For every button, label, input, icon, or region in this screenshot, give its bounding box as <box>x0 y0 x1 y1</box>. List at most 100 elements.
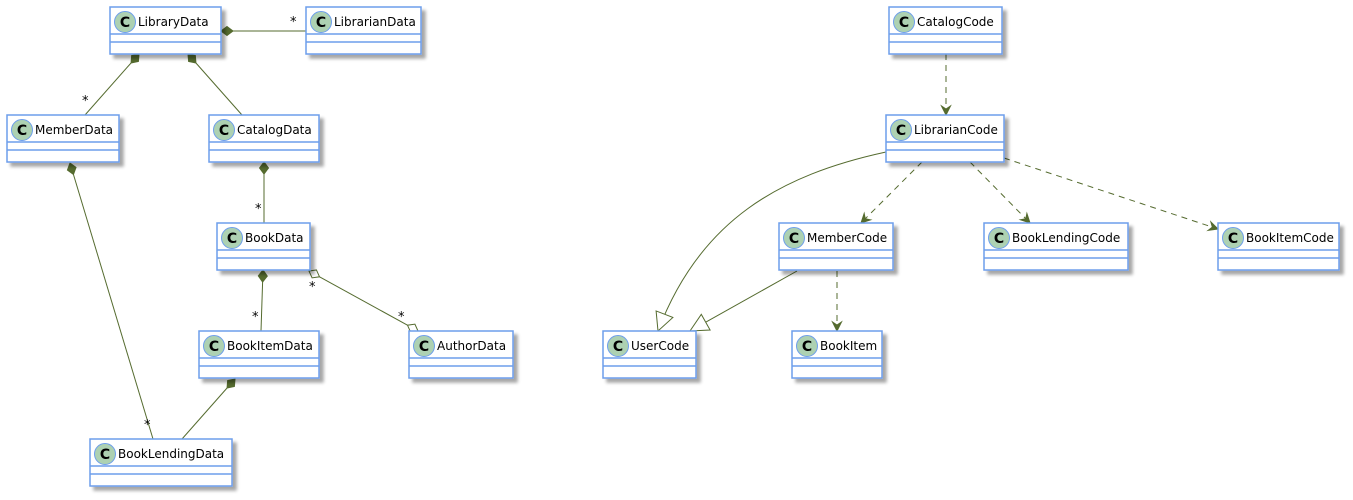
relation-inheritance <box>689 270 798 332</box>
class-stereotype-icon <box>310 11 332 33</box>
dependency-arrowhead-icon <box>940 104 952 117</box>
target-multiplicity-label: * <box>82 94 89 109</box>
dependency-arrowhead-icon <box>831 320 843 333</box>
class-librarian-code[interactable]: C LibrarianCode <box>885 114 1005 163</box>
stereotype-letter: C <box>316 15 326 31</box>
class-stereotype-icon <box>221 227 243 249</box>
relation-composition <box>257 269 268 332</box>
stereotype-letter: C <box>1228 231 1238 247</box>
inheritance-triangle-icon <box>655 310 674 333</box>
relation-line <box>181 387 228 440</box>
composition-diamond-icon <box>130 53 140 64</box>
stereotype-letter: C <box>789 231 799 247</box>
dependency-arrowhead-icon <box>1018 211 1031 224</box>
relation-dependency <box>831 271 843 333</box>
relation-composition <box>181 378 236 440</box>
relation-line <box>860 161 923 224</box>
relation-line <box>260 281 264 332</box>
composition-diamond-icon <box>66 162 77 176</box>
relation-line <box>72 174 154 440</box>
dependency-arrowhead-icon <box>1206 220 1220 232</box>
class-name: CatalogData <box>237 123 312 137</box>
relation-dependency <box>969 161 1031 224</box>
class-book-item-code[interactable]: C BookItemCode <box>1217 222 1340 271</box>
target-multiplicity-label: * <box>398 310 405 325</box>
stereotype-letter: C <box>802 339 812 355</box>
class-name: LibrarianCode <box>914 123 998 137</box>
target-multiplicity-label: * <box>290 15 297 30</box>
relation-inheritance <box>655 151 887 333</box>
relation-composition <box>66 162 154 440</box>
relation-dependency <box>940 54 952 117</box>
stereotype-letter: C <box>899 15 909 31</box>
target-multiplicity-label: * <box>144 418 151 433</box>
class-librarian-data[interactable]: C LibrarianData <box>305 6 422 55</box>
stereotype-letter: C <box>419 339 429 355</box>
class-name: LibrarianData <box>334 15 416 29</box>
class-library-data[interactable]: C LibraryData <box>109 6 222 55</box>
stereotype-letter: C <box>227 231 237 247</box>
target-multiplicity-label: * <box>255 202 262 217</box>
class-stereotype-icon <box>796 335 818 357</box>
relation-dependency <box>1003 157 1220 232</box>
relation-line <box>1003 157 1219 230</box>
aggregation-diamond-icon <box>308 269 321 279</box>
class-stereotype-icon <box>94 443 116 465</box>
relation-line <box>969 161 1031 224</box>
stereotype-letter: C <box>209 339 219 355</box>
class-book-data[interactable]: C BookData <box>216 222 311 271</box>
class-stereotype-icon <box>11 119 33 141</box>
class-name: UserCode <box>631 339 689 353</box>
stereotype-letter: C <box>17 123 27 139</box>
class-name: CatalogCode <box>917 15 994 29</box>
class-stereotype-icon <box>893 11 915 33</box>
class-name: BookItemCode <box>1246 231 1334 245</box>
class-book-item-data[interactable]: C BookItemData <box>198 330 320 379</box>
class-stereotype-icon <box>114 11 136 33</box>
class-member-data[interactable]: C MemberData <box>6 114 120 163</box>
class-name: AuthorData <box>437 339 506 353</box>
composition-diamond-icon <box>258 161 270 175</box>
stereotype-letter: C <box>896 123 906 139</box>
multiplicity-layer: * * * * * * * <box>82 15 405 433</box>
class-book-item[interactable]: C BookItem <box>791 330 883 379</box>
class-name: BookLendingData <box>118 447 224 461</box>
stereotype-letter: C <box>100 447 110 463</box>
class-catalog-data[interactable]: C CatalogData <box>208 114 320 163</box>
class-catalog-code[interactable]: C CatalogCode <box>888 6 1003 55</box>
class-name: MemberData <box>35 123 113 137</box>
class-author-data[interactable]: C AuthorData <box>408 330 514 379</box>
stereotype-letter: C <box>613 339 623 355</box>
target-multiplicity-label: * <box>252 310 259 325</box>
class-stereotype-icon <box>607 335 629 357</box>
class-box <box>983 222 1129 271</box>
class-name: BookItem <box>820 339 877 353</box>
class-stereotype-icon <box>783 227 805 249</box>
class-box <box>89 438 233 487</box>
relation-line <box>319 276 408 326</box>
stereotype-letter: C <box>219 123 229 139</box>
inheritance-triangle-icon <box>689 313 711 332</box>
class-name: BookLendingCode <box>1012 231 1120 245</box>
relation-line <box>195 62 243 116</box>
class-member-code[interactable]: C MemberCode <box>778 222 894 271</box>
composition-diamond-icon <box>226 378 236 389</box>
class-name: LibraryData <box>138 15 209 29</box>
class-name: BookData <box>245 231 304 245</box>
stereotype-letter: C <box>120 15 130 31</box>
relation-composition <box>84 53 140 116</box>
class-name: BookItemData <box>227 339 313 353</box>
class-name: MemberCode <box>807 231 887 245</box>
class-book-lending-data[interactable]: C BookLendingData <box>89 438 233 487</box>
relation-dependency <box>860 161 923 224</box>
source-multiplicity-label: * <box>309 280 316 295</box>
composition-diamond-icon <box>257 269 268 283</box>
class-stereotype-icon <box>890 119 912 141</box>
class-stereotype-icon <box>213 119 235 141</box>
relation-line <box>84 62 132 116</box>
relation-composition <box>220 25 306 37</box>
class-user-code[interactable]: C UserCode <box>602 330 697 379</box>
